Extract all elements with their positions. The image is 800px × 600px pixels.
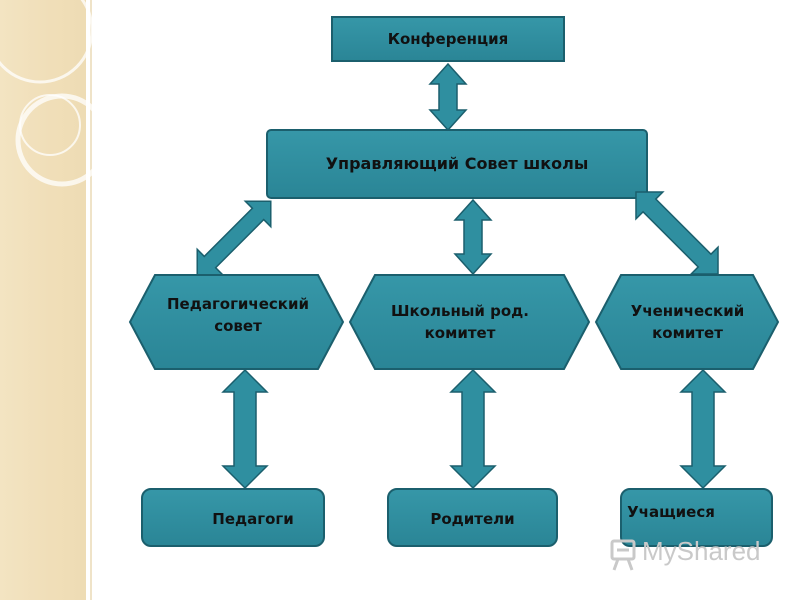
arrow-conference-council <box>428 62 468 132</box>
conference-label: Конференция <box>387 30 509 48</box>
watermark-text: MyShared <box>642 536 761 566</box>
parent-committee-hex <box>348 274 591 370</box>
parent-committee-label: Школьный род. комитет <box>390 302 529 342</box>
pedagogical-council-hex <box>128 274 345 370</box>
arrow-council-student-committee <box>635 191 719 275</box>
governing-council-box <box>266 129 648 199</box>
arrow-council-parent-committee <box>453 198 493 276</box>
teachers-label: Педагоги <box>212 510 294 528</box>
arrow-parent-committee-parents <box>449 368 497 490</box>
arrow-student-committee-students <box>679 368 727 490</box>
sidebar-divider <box>86 0 90 600</box>
pedagogical-council-label: Педагогический совет <box>166 295 310 335</box>
student-committee-hex <box>594 274 780 370</box>
arrow-council-pedagogical <box>196 200 272 276</box>
teachers-box <box>141 488 325 547</box>
decorative-circles <box>0 0 109 187</box>
students-box <box>620 488 773 547</box>
conference-box <box>331 16 565 62</box>
students-label: Учащиеся <box>627 503 715 521</box>
parents-box <box>387 488 558 547</box>
arrow-pedagogical-teachers <box>221 368 269 490</box>
student-committee-label: Ученический комитет <box>630 302 745 342</box>
sidebar-divider-line <box>90 0 92 600</box>
governing-council-label: Управляющий Совет школы <box>325 154 589 173</box>
myshared-logo-icon <box>610 539 636 571</box>
parents-label: Родители <box>430 510 515 528</box>
